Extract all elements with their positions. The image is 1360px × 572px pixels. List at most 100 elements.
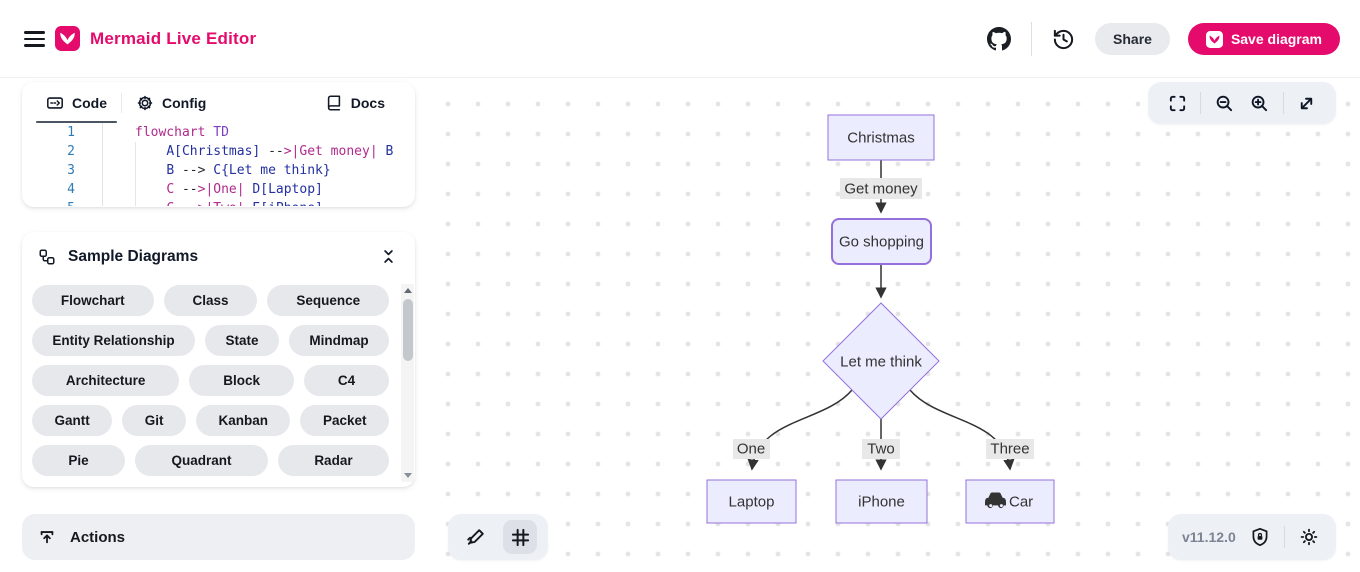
scrollbar-up-arrow[interactable] [401,284,414,297]
svg-text:Let me think: Let me think [840,354,922,371]
toolbar-divider [1200,92,1202,114]
actions-label: Actions [70,528,126,546]
sample-button-architecture[interactable]: Architecture [32,365,180,396]
gear-icon [137,95,153,110]
code-line: 3 B --> C{Let me think} [22,161,415,180]
grid-icon [511,528,529,546]
status-bar: v11.12.0 [1168,514,1336,560]
sample-button-gantt[interactable]: Gantt [32,405,113,436]
zoom-in-button[interactable] [1248,92,1271,115]
draw-mode-button[interactable] [459,520,493,554]
tab-code-label: Code [72,94,107,111]
sample-button-mindmap[interactable]: Mindmap [288,325,390,356]
sample-button-quadrant[interactable]: Quadrant [135,445,268,476]
sample-button-packet[interactable]: Packet [300,405,389,436]
node-christmas: Christmas [827,114,935,161]
header-divider [1031,22,1033,56]
save-diagram-button[interactable]: Save diagram [1187,23,1340,55]
tab-code[interactable]: Code [32,82,121,123]
svg-text:Go shopping: Go shopping [839,234,924,251]
tab-docs[interactable]: Docs [311,82,399,123]
editor-tabs: Code Config Docs [22,82,415,123]
sample-button-block[interactable]: Block [189,365,294,396]
collapse-icon [384,250,393,263]
share-button-label: Share [1113,31,1152,47]
sample-diagrams-header: Sample Diagrams [22,232,415,281]
grid-toggle-button[interactable] [503,520,538,554]
line-number: 5 [22,199,103,206]
zoom-out-button[interactable] [1213,92,1236,115]
samples-scrollbar[interactable] [401,284,414,482]
collapse-button[interactable] [378,246,399,267]
scrollbar-thumb[interactable] [402,299,413,361]
line-number: 2 [22,142,103,161]
hamburger-menu-icon[interactable] [24,31,45,47]
flowchart-nodes: Christmas Go shopping Let me think Lapto… [706,114,1055,524]
edge-label-get-money: Get money [844,181,918,198]
sample-button-state[interactable]: State [205,325,279,356]
svg-text:Car: Car [1009,494,1033,511]
node-go-shopping: Go shopping [831,218,932,265]
shield-lock-icon [1252,527,1268,547]
tab-config-label: Config [162,94,207,111]
fullscreen-button[interactable] [1166,92,1189,115]
pen-icon [466,529,484,545]
history-button[interactable] [1050,26,1077,53]
sample-button-pie[interactable]: Pie [32,445,126,476]
edge-label-two: Two [867,441,895,458]
share-button[interactable]: Share [1095,23,1170,55]
scrollbar-down-arrow[interactable] [401,469,414,482]
sample-diagrams-title: Sample Diagrams [68,247,199,265]
sample-button-git[interactable]: Git [122,405,186,436]
line-number: 4 [22,180,103,199]
code-tab-icon [47,96,63,109]
svg-text:Christmas: Christmas [847,130,915,147]
code-text: C -->|Two| E[iPhone] [103,199,323,206]
save-diagram-label: Save diagram [1230,31,1322,47]
tab-config[interactable]: Config [122,82,220,123]
theme-toggle-button[interactable] [1297,525,1321,549]
history-icon [1053,29,1074,49]
svg-text:Laptop: Laptop [729,494,775,511]
github-button[interactable] [985,25,1013,53]
canvas-tools [448,514,548,560]
edge-labels: Get money One Two Three [733,178,1034,459]
sample-button-c4[interactable]: C4 [303,365,389,396]
mermaid-logo [55,26,80,51]
sample-button-class[interactable]: Class [163,285,258,316]
sample-button-kanban[interactable]: Kanban [195,405,291,436]
save-mermaid-icon [1205,30,1223,48]
edge-label-three: Three [990,441,1029,458]
sample-button-entity-relationship[interactable]: Entity Relationship [32,325,196,356]
zoom-in-icon [1251,95,1267,111]
sample-button-radar[interactable]: Radar [277,445,389,476]
node-car: Car [965,479,1055,524]
diagram-toolbar [1148,82,1336,124]
zoom-out-icon [1216,95,1233,111]
sample-button-flowchart[interactable]: Flowchart [32,285,154,316]
actions-bar[interactable]: Actions [22,514,415,560]
car-icon [985,492,1006,509]
node-laptop: Laptop [706,479,797,524]
edge-label-one: One [737,441,765,458]
tab-docs-label: Docs [350,94,385,111]
line-number: 3 [22,161,103,180]
security-button[interactable] [1248,525,1272,549]
sample-button-sequence[interactable]: Sequence [267,285,390,316]
resize-button[interactable] [1295,92,1318,115]
book-icon [327,94,340,111]
status-divider [1283,526,1285,548]
sun-icon [1300,528,1318,546]
code-text: flowchart TD [135,125,229,140]
node-iphone: iPhone [835,479,928,524]
toolbar-divider [1282,92,1284,114]
tab-divider [121,92,122,113]
code-line: 4 C -->|One| D[Laptop] [22,180,415,199]
code-text: A[Christmas] -->|Get money| B [103,142,393,161]
code-line: 5 C -->|Two| E[iPhone] [22,199,415,206]
mermaid-logo-icon [55,26,80,51]
expand-up-icon [40,531,54,544]
